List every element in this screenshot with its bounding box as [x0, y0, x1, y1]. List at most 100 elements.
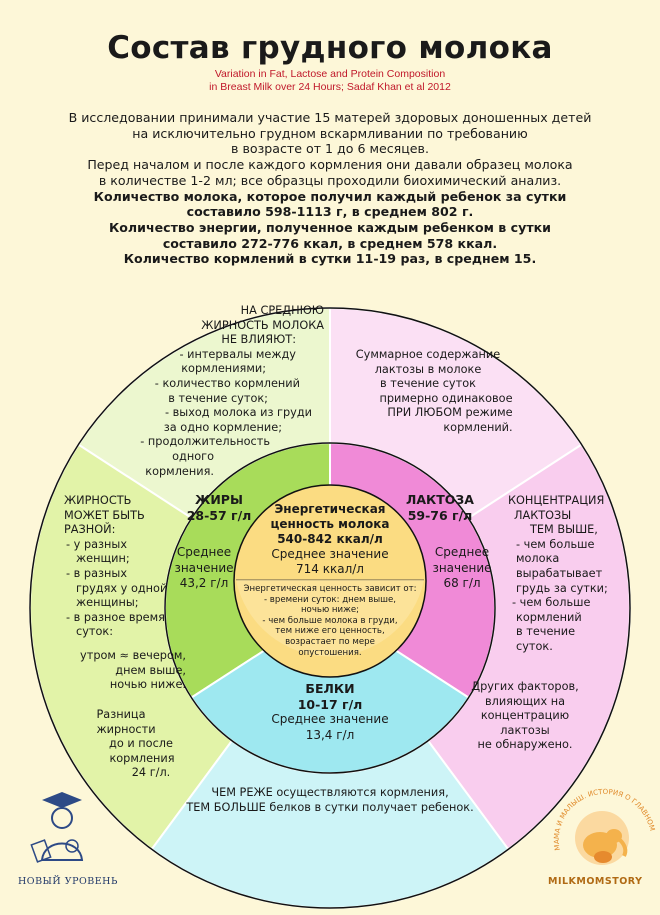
text-line: ЧЕМ РЕЖЕ осуществляются кормления,: [211, 786, 449, 799]
protein-outer-bottom-text: ЧЕМ РЕЖЕ осуществляются кормления, ТЕМ Б…: [140, 786, 520, 815]
text-line: вырабатывает: [516, 566, 603, 580]
text-line: Среднее: [176, 545, 232, 559]
intro-bold-line: Количество молока, которое получил кажды…: [93, 188, 567, 204]
fats-title: ЖИРЫ: [195, 492, 243, 507]
lactose-range: 59-76 г/л: [407, 507, 473, 523]
text-line: женщины;: [76, 596, 139, 610]
text-line: женщин;: [76, 552, 130, 566]
graduate-logo-icon: [30, 792, 84, 863]
text-line: ночью ниже.: [109, 678, 186, 692]
text-line: - количество кормлений: [154, 376, 300, 390]
fat-outer-difference-text: Разница жирности до и после кормления 24…: [84, 708, 184, 781]
text-line: значение: [174, 560, 234, 575]
text-line: за одно кормление;: [163, 420, 282, 434]
lactose-outer-top-text: Суммарное содержание лактозы в молоке в …: [338, 348, 518, 436]
text-line: жирности: [96, 722, 156, 736]
text-line: 714 ккал/л: [296, 562, 364, 576]
text-line: ЖИРНОСТЬ: [64, 494, 132, 507]
text-line: в течение: [516, 625, 576, 639]
text-line: не обнаружено.: [477, 738, 573, 752]
text-line: Других факторов,: [471, 680, 579, 693]
protein-inner-text: БЕЛКИ 10-17 г/л Среднее значение 13,4 г/…: [230, 681, 430, 743]
text-line: примерно одинаковое: [379, 391, 513, 405]
fats-range: 28-57 г/л: [186, 507, 252, 523]
text-line: Среднее значение: [271, 712, 389, 726]
subtitle-line: in Breast Milk over 24 Hours; Sadaf Khan…: [209, 81, 451, 93]
text-line: днем выше,: [115, 663, 186, 677]
text-line: ЖИРНОСТЬ МОЛОКА: [201, 318, 324, 332]
text-line: суток:: [76, 625, 114, 639]
text-line: - чем больше молока в груди,: [262, 615, 398, 626]
text-line: ТЕМ БОЛЬШЕ белков в сутки получает ребен…: [186, 800, 474, 814]
intro-text: В исследовании принимали участие 15 мате…: [40, 110, 620, 267]
fat-outer-top-text: НА СРЕДНЮЮ ЖИРНОСТЬ МОЛОКА НЕ ВЛИЯЮТ: - …: [80, 304, 324, 479]
intro-bold-line: составило 598-1113 г, в среднем 802 г.: [186, 204, 474, 220]
text-line: опустошения.: [298, 647, 362, 658]
text-line: до и после: [109, 737, 173, 751]
text-line: Суммарное содержание: [355, 348, 501, 361]
text-line: 540-842 ккал/л: [277, 532, 383, 546]
right-logo-text: MILKMOMSTORY: [548, 876, 643, 887]
lactose-outer-other-text: Других факторов, влияющих на концентраци…: [460, 680, 590, 753]
text-line: значение: [432, 560, 492, 575]
text-line: кормлений: [516, 610, 582, 624]
fat-outer-time-text: утром ≈ вечером, днем выше, ночью ниже.: [60, 649, 186, 693]
text-line: суток.: [516, 639, 553, 653]
fat-inner-average: Среднее значение 43,2 г/л: [164, 545, 244, 592]
intro-bold-line: составило 272-776 ккал, в среднем 578 кк…: [162, 235, 498, 251]
intro-line: на исключительно грудном вскармливании п…: [132, 125, 528, 141]
left-logo-text: НОВЫЙ УРОВЕНЬ: [18, 876, 118, 887]
text-line: грудь за сутки;: [516, 581, 608, 595]
text-line: ЛАКТОЗЫ: [514, 508, 572, 522]
text-line: НЕ ВЛИЯЮТ:: [221, 333, 296, 347]
text-line: концентрацию: [480, 709, 570, 723]
protein-title: БЕЛКИ: [305, 681, 355, 696]
text-line: лактозы в молоке: [374, 362, 482, 376]
intro-line: в количестве 1-2 мл; все образцы проходи…: [98, 172, 562, 188]
text-line: РАЗНОЙ:: [64, 523, 116, 537]
text-line: - выход молока из груди: [164, 406, 312, 420]
text-line: 68 г/л: [443, 576, 481, 590]
protein-range: 10-17 г/л: [297, 696, 363, 712]
center-note: Энергетическая ценность зависит от: - вр…: [236, 584, 424, 658]
page-title: Состав грудного молока: [107, 30, 553, 66]
center-lower-tint: [236, 580, 424, 657]
text-line: Среднее: [434, 545, 490, 559]
text-line: ПРИ ЛЮБОМ режиме: [387, 406, 513, 420]
text-line: Разница: [96, 708, 146, 721]
text-line: Энергетическая: [274, 502, 386, 516]
text-line: ТЕМ ВЫШЕ,: [530, 523, 598, 537]
lactose-title: ЛАКТОЗА: [406, 492, 474, 507]
text-line: лактозы: [500, 723, 550, 737]
text-line: 24 г/л.: [131, 766, 171, 780]
text-line: возрастает по мере: [285, 636, 375, 647]
fat-inner-header: ЖИРЫ 28-57 г/л: [184, 492, 254, 523]
text-line: КОНЦЕНТРАЦИЯ: [508, 494, 605, 507]
text-line: Среднее значение: [271, 547, 389, 561]
text-line: МОЖЕТ БЫТЬ: [64, 508, 145, 522]
text-line: - продолжительность: [140, 435, 270, 449]
text-line: НА СРЕДНЮЮ: [240, 304, 324, 317]
text-line: - в разное время: [66, 610, 165, 624]
lactose-inner-average: Среднее значение 68 г/л: [422, 545, 502, 592]
subtitle: Variation in Fat, Lactose and Protein Co…: [0, 68, 660, 94]
intro-line: Перед началом и после каждого кормления …: [87, 157, 573, 173]
text-line: 13,4 г/л: [305, 727, 355, 742]
text-line: влияющих на: [484, 694, 566, 708]
center-energy: Энергетическая ценность молока 540-842 к…: [240, 502, 420, 577]
text-line: кормлений.: [443, 420, 513, 434]
elephant-logo-icon: [575, 811, 629, 865]
intro-line: в возрасте от 1 до 6 месяцев.: [231, 141, 429, 157]
text-line: тем ниже его ценность,: [275, 626, 385, 637]
text-line: кормления.: [145, 464, 214, 478]
text-line: грудях у одной: [76, 581, 168, 595]
lactose-inner-header: ЛАКТОЗА 59-76 г/л: [400, 492, 480, 523]
text-line: ценность молока: [270, 517, 390, 531]
text-line: Энергетическая ценность зависит от:: [243, 584, 417, 594]
inner-ring-border: [164, 442, 496, 774]
text-line: 43,2 г/л: [179, 576, 229, 590]
intro-bold-line: Количество энергии, полученное каждым ре…: [108, 219, 551, 235]
text-line: молока: [516, 552, 560, 566]
fat-outer-left-text: ЖИРНОСТЬ МОЖЕТ БЫТЬ РАЗНОЙ: - у разных ж…: [64, 494, 167, 640]
